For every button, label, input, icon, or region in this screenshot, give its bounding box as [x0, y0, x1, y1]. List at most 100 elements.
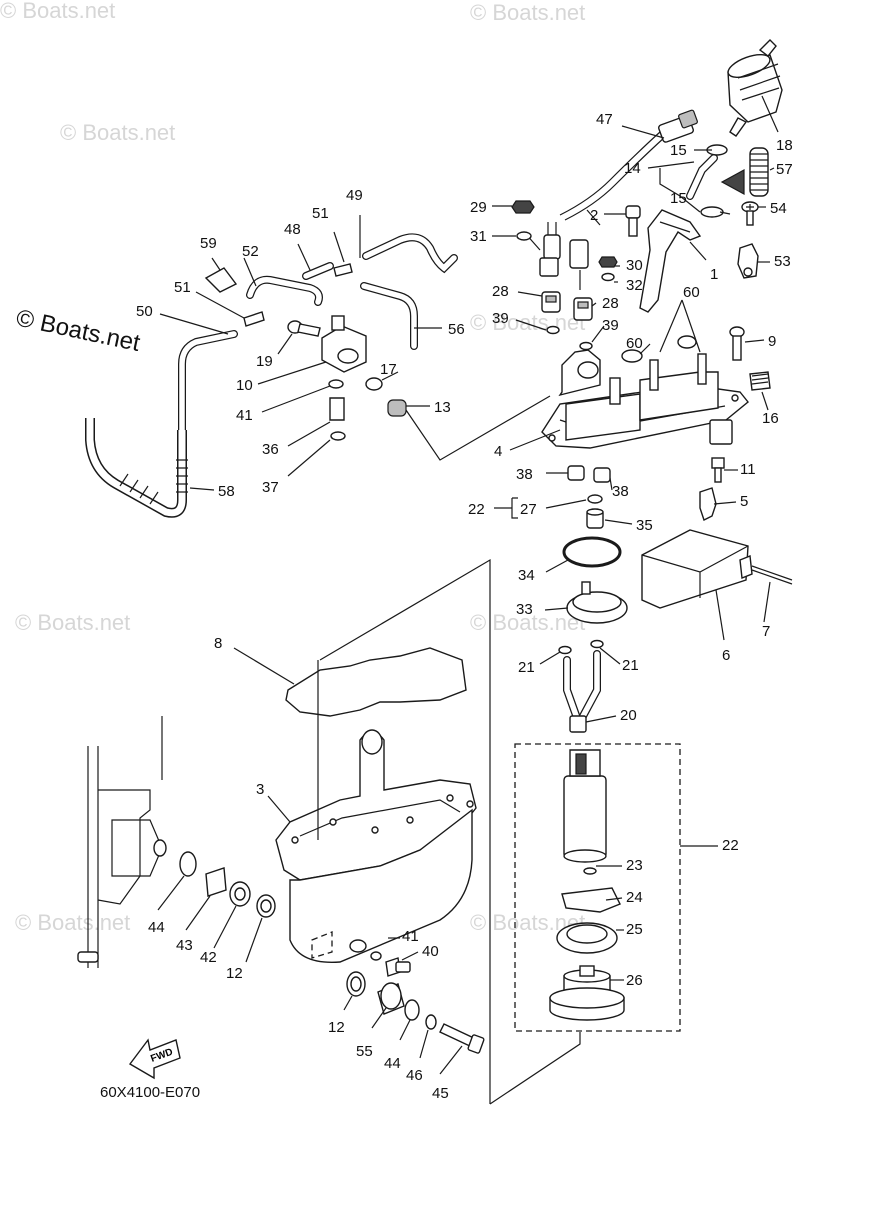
label-56: 56	[448, 321, 465, 338]
engine-outline	[77, 746, 167, 968]
label-13: 13	[434, 399, 451, 416]
watermark: © Boats.net	[15, 610, 130, 635]
label-12b: 12	[328, 1019, 345, 1036]
fwd-arrow: FWD	[128, 1038, 181, 1080]
label-3: 3	[256, 781, 264, 798]
label-18: 18	[776, 137, 793, 154]
filter-13	[387, 395, 551, 461]
separator-body-3	[275, 729, 477, 964]
label-43: 43	[176, 937, 193, 954]
label-10: 10	[236, 377, 253, 394]
label-19: 19	[256, 353, 273, 370]
screw-54	[741, 201, 759, 226]
label-2: 2	[590, 207, 598, 224]
orings-39	[546, 325, 593, 351]
label-41: 41	[236, 407, 253, 424]
label-46: 46	[406, 1067, 423, 1084]
label-40: 40	[422, 943, 439, 960]
clip-15	[700, 144, 731, 218]
diagram-code: 60X4100-E070	[100, 1084, 200, 1101]
hose-56	[360, 282, 418, 350]
float-switch-5	[699, 487, 717, 521]
label-39b: 39	[602, 317, 619, 334]
label-27: 27	[520, 501, 537, 518]
fuel-filter-18	[727, 39, 783, 137]
label-6: 6	[722, 647, 730, 664]
watermark: © Boats.net	[470, 310, 585, 335]
label-7: 7	[762, 623, 770, 640]
pump-assy-22	[514, 743, 681, 1032]
drain-parts-41-40-12-55-44-46-45	[346, 951, 485, 1054]
arrow-57	[720, 168, 745, 196]
label-12: 12	[226, 965, 243, 982]
clip-59	[204, 267, 238, 293]
label-24: 24	[626, 889, 643, 906]
label-31: 31	[470, 228, 487, 245]
watermark-main: © Boats.net	[14, 304, 143, 357]
label-48: 48	[284, 221, 301, 238]
view-boundary	[319, 558, 491, 1104]
label-51b: 51	[174, 279, 191, 296]
label-44b: 44	[384, 1055, 401, 1072]
label-44: 44	[148, 919, 165, 936]
gasket-8	[285, 647, 467, 717]
label-21b: 21	[622, 657, 639, 674]
label-57: 57	[776, 161, 793, 178]
watermark: © Boats.net	[60, 120, 175, 145]
label-54: 54	[770, 200, 787, 217]
oring-27-collar-35	[586, 494, 604, 529]
nuts-29-31-30-32	[511, 200, 618, 282]
label-33: 33	[516, 601, 533, 618]
label-20: 20	[620, 707, 637, 724]
label-17: 17	[380, 361, 397, 378]
watermark: © Boats.net	[15, 910, 130, 935]
leader-lines	[157, 95, 779, 1075]
spring-57	[749, 147, 769, 197]
label-14: 14	[624, 160, 641, 177]
label-1: 1	[710, 266, 718, 283]
label-32: 32	[626, 277, 643, 294]
label-29: 29	[470, 199, 487, 216]
label-35: 35	[636, 517, 653, 534]
box-6	[641, 529, 793, 609]
orings-21	[558, 639, 604, 655]
label-30: 30	[626, 257, 643, 274]
separator-cover-4	[541, 349, 771, 449]
label-45: 45	[432, 1085, 449, 1102]
harness-20	[563, 650, 601, 733]
wire-47	[524, 109, 698, 290]
label-26: 26	[626, 972, 643, 989]
label-37: 37	[262, 479, 279, 496]
label-23: 23	[626, 857, 643, 874]
label-58: 58	[218, 483, 235, 500]
label-55: 55	[356, 1043, 373, 1060]
watermark: © Boats.net	[0, 0, 115, 23]
hose-49	[362, 233, 458, 274]
bushing-38	[567, 465, 611, 483]
bracket-1	[639, 209, 702, 313]
label-16: 16	[762, 410, 779, 427]
label-60: 60	[683, 284, 700, 301]
bolt-2	[625, 205, 641, 237]
label-39: 39	[492, 310, 509, 327]
label-53: 53	[774, 253, 791, 270]
label-22: 22	[468, 501, 485, 518]
screw-9	[729, 326, 745, 361]
view-boundary-2	[489, 1032, 581, 1105]
watermark: © Boats.net	[470, 610, 585, 635]
label-36: 36	[262, 441, 279, 458]
tees-51	[243, 263, 353, 327]
label-49: 49	[346, 187, 363, 204]
label-21: 21	[518, 659, 535, 676]
oring-34	[562, 536, 622, 568]
retainer-33	[566, 581, 628, 624]
fitting-36-41-37	[328, 379, 346, 441]
label-52: 52	[242, 243, 259, 260]
label-41b: 41	[402, 928, 419, 945]
label-50: 50	[136, 303, 153, 320]
bolt-19	[287, 320, 321, 337]
clip-53	[737, 243, 759, 279]
label-9: 9	[768, 333, 776, 350]
label-5: 5	[740, 493, 748, 510]
